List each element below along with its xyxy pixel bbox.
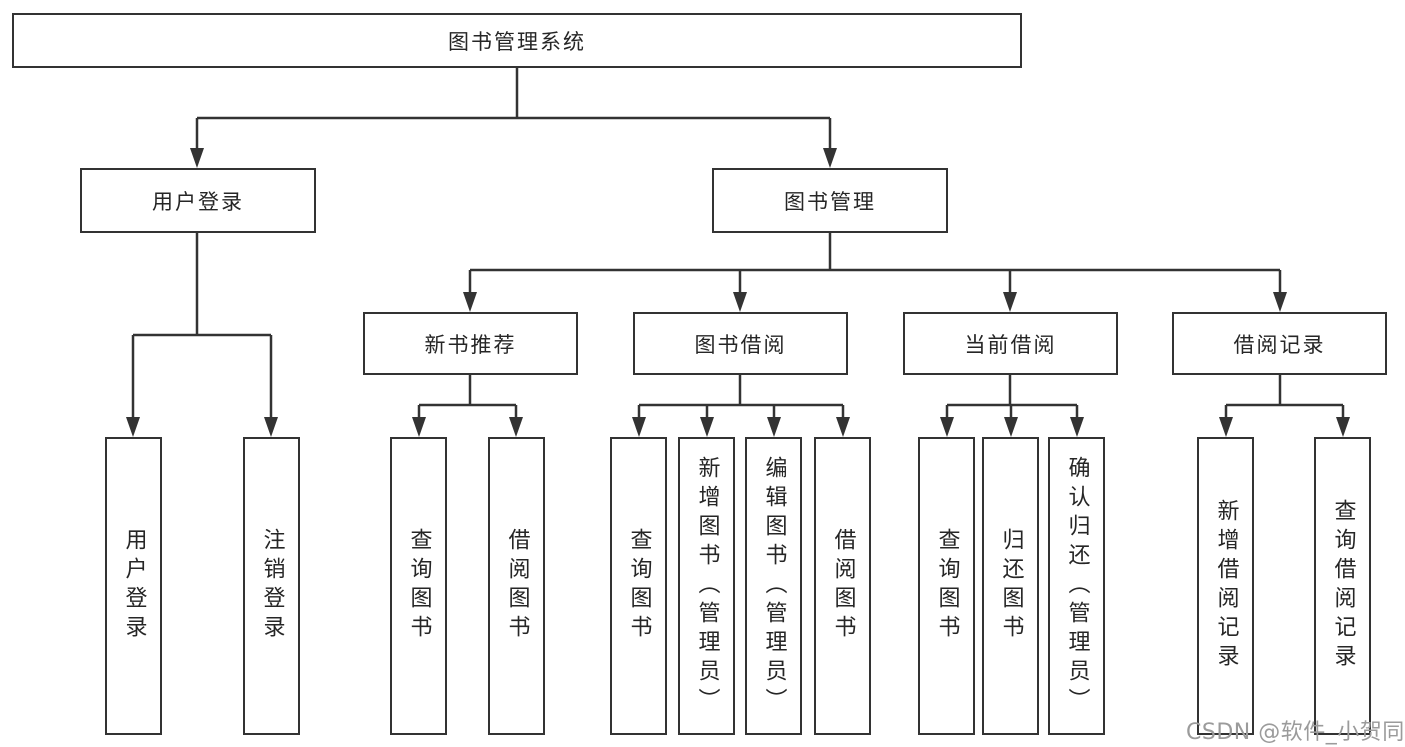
node-label: 用户登录 [152, 189, 244, 214]
node-label: 图书借阅 [694, 332, 787, 357]
watermark-text: CSDN @软件_小贺同学 [1186, 720, 1405, 745]
leaf-borrow-books-borrowing: 借阅图书 [814, 437, 871, 735]
node-book-management: 图书管理 [712, 168, 948, 233]
leaf-return-books: 归还图书 [982, 437, 1039, 735]
leaf-query-books-borrowing: 查询图书 [610, 437, 667, 735]
leaf-edit-book-admin: 编辑图书（管理员） [745, 437, 802, 735]
leaf-query-books-recommend: 查询图书 [390, 437, 447, 735]
leaf-confirm-return-admin: 确认归还（管理员） [1048, 437, 1105, 735]
node-label: 图书管理系统 [448, 29, 586, 54]
node-library-management-system: 图书管理系统 [12, 13, 1022, 68]
node-label: 当前借阅 [964, 332, 1057, 357]
node-label: 借阅记录 [1233, 332, 1326, 357]
node-label: 图书管理 [784, 189, 876, 214]
leaf-add-book-admin: 新增图书（管理员） [678, 437, 735, 735]
leaf-user-login: 用户登录 [105, 437, 162, 735]
node-book-borrowing: 图书借阅 [633, 312, 848, 375]
leaf-borrow-books-recommend: 借阅图书 [488, 437, 545, 735]
node-user-login: 用户登录 [80, 168, 316, 233]
node-label: 新书推荐 [424, 332, 517, 357]
node-borrow-records: 借阅记录 [1172, 312, 1387, 375]
leaf-add-borrow-record: 新增借阅记录 [1197, 437, 1254, 735]
leaf-logout: 注销登录 [243, 437, 300, 735]
node-current-borrowing: 当前借阅 [903, 312, 1118, 375]
leaf-query-borrow-record: 查询借阅记录 [1314, 437, 1371, 735]
leaf-query-books-current: 查询图书 [918, 437, 975, 735]
node-new-book-recommend: 新书推荐 [363, 312, 578, 375]
